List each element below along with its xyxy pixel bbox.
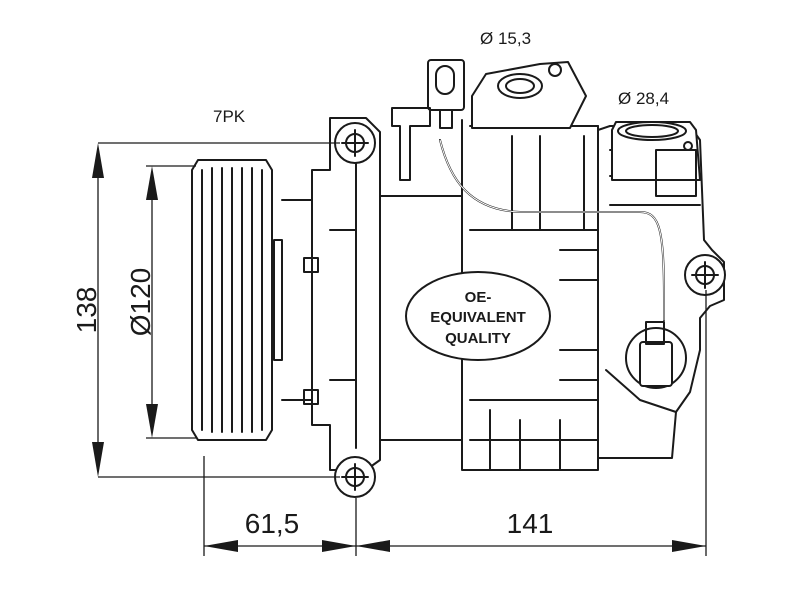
pulley-diameter-label: Ø120	[125, 268, 156, 337]
dimension-width: 61,5 141	[203, 290, 707, 556]
rear-mounting-lug	[684, 254, 726, 296]
dimension-pulley-diameter: Ø120	[125, 165, 196, 439]
port-large-diameter-label: Ø 28,4	[618, 89, 669, 108]
oe-quality-badge: OE- EQUIVALENT QUALITY	[405, 271, 551, 361]
compressor-front-housing	[273, 117, 463, 471]
pulley-ribs-label: 7PK	[213, 107, 246, 126]
badge-line-2: EQUIVALENT	[430, 309, 526, 326]
pulley	[191, 159, 273, 441]
port-small	[471, 61, 587, 129]
dimension-height: 138	[71, 142, 340, 478]
electrical-connector	[391, 59, 465, 181]
port-large	[611, 121, 701, 197]
port-small-diameter-label: Ø 15,3	[480, 29, 531, 48]
sensor-plug	[625, 321, 687, 389]
offset-width-label: 61,5	[245, 508, 300, 539]
badge-line-1: OE-	[465, 289, 492, 306]
height-label: 138	[71, 287, 102, 334]
bottom-mounting-lug	[334, 456, 376, 498]
badge-line-3: QUALITY	[445, 330, 511, 347]
sensor-cable	[439, 139, 665, 321]
body-width-label: 141	[507, 508, 554, 539]
top-mounting-lug	[334, 122, 376, 164]
